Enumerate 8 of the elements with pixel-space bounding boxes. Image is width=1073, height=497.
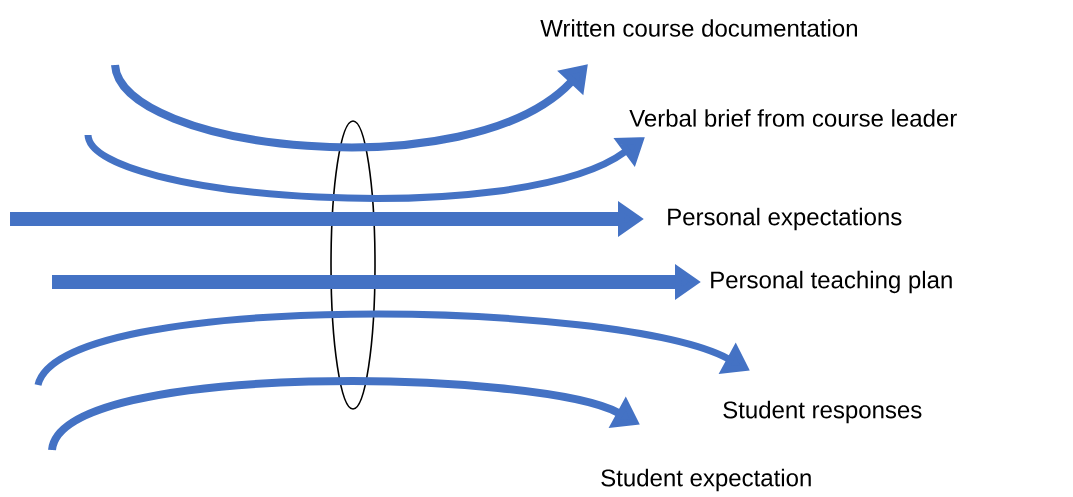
node-label: Personal teaching plan xyxy=(711,270,952,294)
arrow xyxy=(111,63,588,152)
node-label: Verbal brief from course leader xyxy=(629,109,957,127)
node-label: Written course documentation xyxy=(540,19,857,37)
lens-ellipse xyxy=(330,120,376,410)
node-label: Student responses xyxy=(723,400,922,424)
node-label: Student expectation xyxy=(601,468,811,492)
node-label: Personal expectations xyxy=(668,207,902,231)
